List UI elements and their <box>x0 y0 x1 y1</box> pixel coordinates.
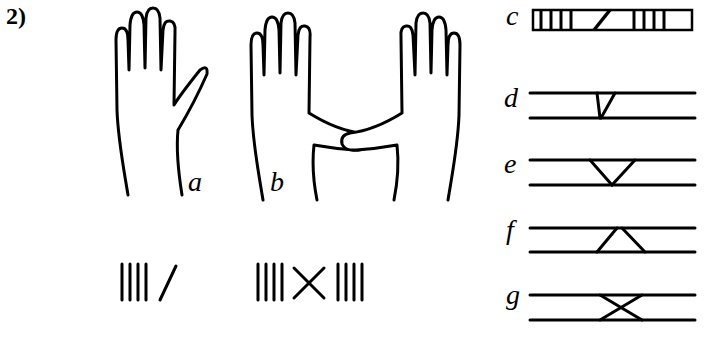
hand-b-left <box>251 13 369 200</box>
part-letter: g <box>506 281 520 309</box>
part-letter: b <box>270 168 284 196</box>
stick-f <box>530 228 695 252</box>
part-letter: e <box>504 150 516 178</box>
hand-a <box>116 8 207 195</box>
part-letter: d <box>504 84 518 112</box>
tally-b <box>258 264 362 300</box>
figure-number: 2) <box>6 4 26 28</box>
part-letter: a <box>188 168 202 196</box>
tally-a <box>122 264 176 300</box>
stick-g <box>530 295 695 320</box>
hand-b-right <box>342 13 460 200</box>
stick-e <box>530 160 695 185</box>
part-letter: f <box>506 216 514 244</box>
stick-d <box>530 93 695 118</box>
part-letter: c <box>506 2 518 30</box>
stick-c <box>533 10 692 30</box>
